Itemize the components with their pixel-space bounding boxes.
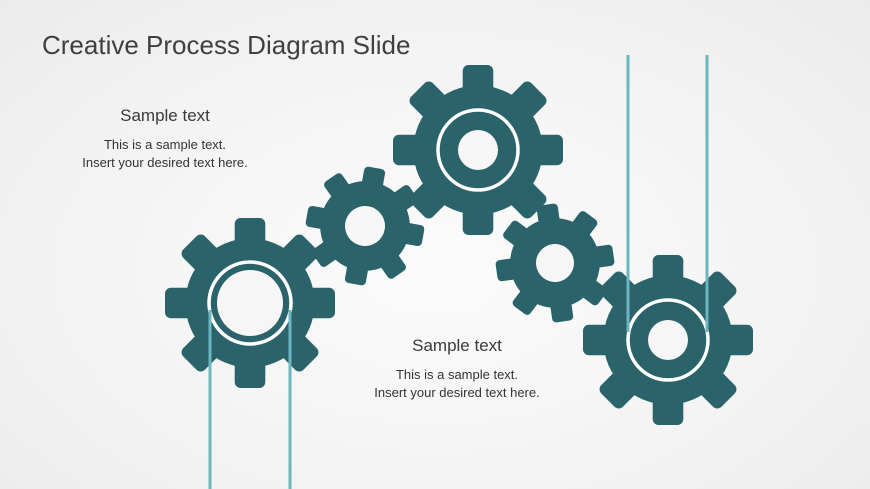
text-block-2: Sample text This is a sample text. Inser… [342, 336, 572, 402]
slide-title: Creative Process Diagram Slide [42, 30, 411, 60]
gear-icon [393, 65, 563, 235]
block-heading: Sample text [120, 106, 210, 125]
block-heading: Sample text [412, 336, 502, 355]
text-block-1: Sample text This is a sample text. Inser… [50, 106, 280, 172]
gear-icon [305, 166, 425, 286]
block-body-line: Insert your desired text here. [374, 385, 540, 400]
block-body-line: This is a sample text. [395, 367, 519, 382]
block-body-line: Insert your desired text here. [82, 155, 248, 170]
block-body-line: This is a sample text. [103, 137, 227, 152]
gear-icon [165, 218, 335, 388]
gear-icon [495, 203, 615, 323]
gear-icon [583, 255, 753, 425]
